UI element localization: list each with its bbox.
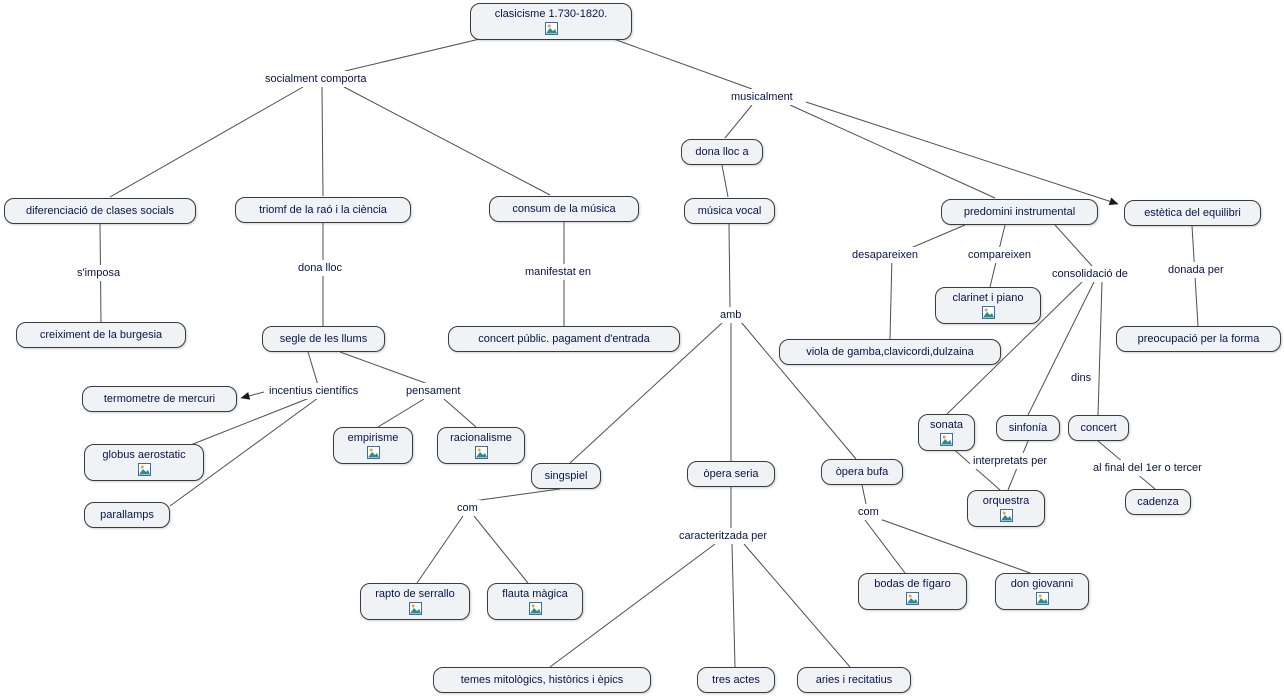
linking-phrase-com-singspiel[interactable]: com (454, 500, 481, 516)
node-label: dona lloc a (695, 146, 749, 158)
linking-phrase-al-final-del-1er-o-tercer[interactable]: al final del 1er o tercer (1090, 460, 1205, 476)
linking-phrase-interpretats-per[interactable]: interpretats per (970, 453, 1050, 469)
node-orquestra[interactable]: orquestra (967, 490, 1045, 527)
linking-phrase-desapareixen[interactable]: desapareixen (849, 247, 922, 263)
linking-phrase-caracteritzada-per[interactable]: caracteritzada per (676, 528, 771, 544)
node-don-giovanni[interactable]: don giovanni (995, 573, 1089, 610)
node-label: sinfonía (1008, 422, 1048, 434)
image-attachment-icon[interactable] (544, 22, 558, 35)
node-label: consum de la música (512, 203, 616, 215)
node-empirisme[interactable]: empirisme (333, 427, 413, 464)
node-bodas-de-figaro[interactable]: bodas de fígaro (858, 573, 967, 610)
node-segle-de-les-llums[interactable]: segle de les llums (262, 326, 385, 352)
node-globus-aerostatic[interactable]: globus aerostatic (84, 444, 204, 481)
image-attachment-icon[interactable] (906, 592, 919, 605)
node-opera-seria[interactable]: òpera seria (687, 461, 775, 487)
node-label: aries i recitatius (815, 674, 893, 686)
node-concert[interactable]: concert (1068, 415, 1129, 441)
linking-phrase-com-opera-bufa[interactable]: com (855, 504, 882, 520)
node-racionalisme[interactable]: racionalisme (437, 427, 525, 464)
node-preocupacio-per-la-forma[interactable]: preocupació per la forma (1116, 326, 1281, 352)
node-musica-vocal[interactable]: música vocal (684, 198, 775, 224)
node-label: bodas de fígaro (874, 578, 951, 590)
linking-phrase-musicalment[interactable]: musicalment (728, 89, 796, 105)
node-label: globus aerostatic (102, 449, 186, 461)
node-temes-mitologics-historics-i-epics[interactable]: temes mitològics, històrics i èpics (433, 667, 651, 693)
node-label: termometre de mercuri (103, 393, 216, 405)
node-consum-de-la-musica[interactable]: consum de la música (489, 196, 639, 222)
image-attachment-icon[interactable] (137, 463, 151, 476)
node-clasicisme[interactable]: clasicisme 1.730-1820. (470, 3, 632, 40)
node-label: òpera seria (703, 468, 759, 480)
node-clarinet-i-piano[interactable]: clarinet i piano (935, 287, 1041, 324)
linking-phrase-s-imposa[interactable]: s'imposa (74, 265, 124, 281)
node-label: empirisme (347, 432, 399, 444)
node-sonata[interactable]: sonata (918, 414, 975, 451)
image-attachment-icon[interactable] (981, 306, 995, 319)
node-predomini-instrumental[interactable]: predomini instrumental (941, 199, 1098, 225)
linking-phrase-dona-lloc[interactable]: dona lloc (295, 260, 346, 276)
node-label: sonata (929, 419, 964, 431)
node-label: triomf de la raó i la ciència (259, 204, 387, 216)
node-label: predomini instrumental (963, 206, 1076, 218)
node-label: flauta màgica (502, 588, 568, 600)
image-attachment-icon[interactable] (940, 433, 953, 446)
node-label: concert públic. pagament d'entrada (478, 333, 650, 345)
node-cadenza[interactable]: cadenza (1125, 489, 1191, 515)
node-label: creiximent de la burgesia (39, 329, 163, 341)
node-triomf-de-la-rao-i-la-ciencia[interactable]: triomf de la raó i la ciència (235, 197, 411, 223)
node-label: singspiel (544, 470, 588, 482)
linking-phrase-dins[interactable]: dins (1068, 370, 1095, 386)
node-label: orquestra (982, 495, 1030, 507)
image-attachment-icon[interactable] (999, 509, 1013, 522)
node-sinfonia[interactable]: sinfonía (996, 415, 1060, 441)
linking-phrase-consolidacio-de[interactable]: consolidació de (1049, 266, 1131, 282)
linking-phrase-compareixen[interactable]: compareixen (965, 247, 1034, 263)
node-diferenciacio-de-clases-socials[interactable]: diferenciació de clases socials (4, 198, 196, 224)
image-attachment-icon[interactable] (1035, 592, 1049, 605)
linking-phrase-donada-per[interactable]: donada per (1165, 262, 1227, 278)
node-viola-de-gamba-clavicordi-dulzaina[interactable]: viola de gamba,clavicordi,dulzaina (779, 339, 1001, 365)
node-label: viola de gamba,clavicordi,dulzaina (806, 346, 974, 358)
image-attachment-icon[interactable] (366, 446, 380, 459)
edges (99, 32, 1199, 668)
node-dona-lloc-a[interactable]: dona lloc a (681, 139, 763, 165)
node-parallamps[interactable]: parallamps (84, 502, 170, 528)
node-label: don giovanni (1010, 578, 1074, 590)
node-label: clarinet i piano (952, 292, 1024, 304)
node-label: temes mitològics, històrics i èpics (460, 674, 624, 686)
node-label: concert (1080, 422, 1117, 434)
node-opera-bufa[interactable]: òpera bufa (821, 459, 903, 485)
node-label: segle de les llums (279, 333, 368, 345)
node-label: música vocal (697, 205, 762, 217)
node-rapto-de-serrallo[interactable]: rapto de serrallo (360, 583, 470, 620)
node-aries-i-recitatius[interactable]: aries i recitatius (797, 667, 911, 693)
node-label: preocupació per la forma (1137, 333, 1260, 345)
image-attachment-icon[interactable] (408, 602, 422, 615)
linking-phrase-amb[interactable]: amb (717, 307, 745, 323)
node-label: racionalisme (450, 432, 512, 444)
node-label: cadenza (1137, 496, 1179, 508)
node-label: parallamps (100, 509, 154, 521)
linking-phrase-pensament[interactable]: pensament (403, 383, 464, 399)
image-attachment-icon[interactable] (528, 602, 542, 615)
linking-phrase-manifestat-en[interactable]: manifestat en (522, 264, 595, 280)
linking-phrase-incentius-cientifics[interactable]: incentius científics (266, 383, 362, 399)
node-label: estètica del equilibri (1144, 207, 1241, 219)
node-flauta-magica[interactable]: flauta màgica (487, 583, 583, 620)
node-label: diferenciació de clases socials (26, 205, 174, 217)
node-tres-actes[interactable]: tres actes (697, 667, 775, 693)
linking-phrase-socialment-comporta[interactable]: socialment comporta (262, 71, 370, 87)
image-attachment-icon[interactable] (474, 446, 488, 459)
node-label: rapto de serrallo (375, 588, 455, 600)
node-label: òpera bufa (835, 466, 889, 478)
node-estetica-del-equilibri[interactable]: estètica del equilibri (1124, 200, 1261, 226)
node-label: tres actes (712, 674, 760, 686)
node-label: clasicisme 1.730-1820. (494, 8, 608, 20)
node-creiximent-de-la-burgesia[interactable]: creiximent de la burgesia (16, 322, 186, 348)
node-concert-public-pagament-entrada[interactable]: concert públic. pagament d'entrada (448, 326, 680, 352)
node-singspiel[interactable]: singspiel (531, 463, 601, 489)
node-termometre-de-mercuri[interactable]: termometre de mercuri (82, 386, 237, 412)
